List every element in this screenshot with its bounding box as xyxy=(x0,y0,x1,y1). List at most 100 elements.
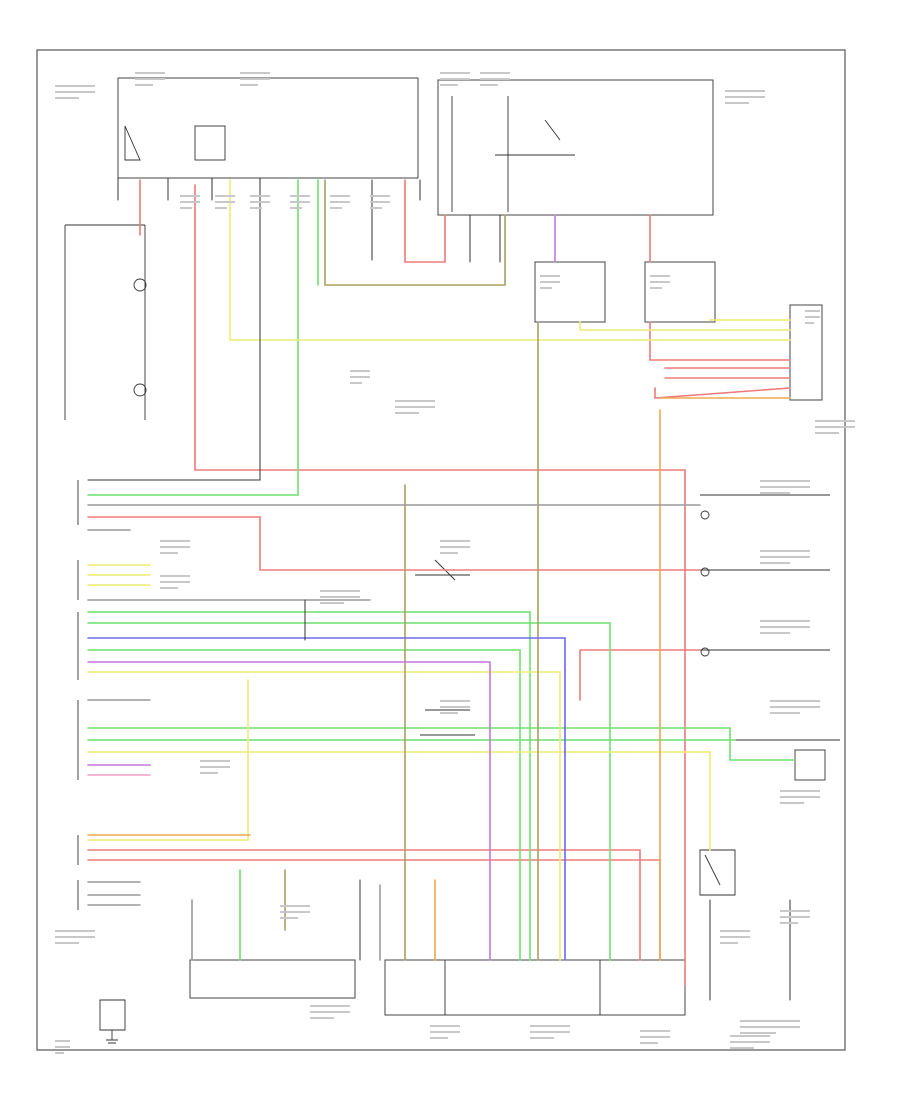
left-lamp-bulb-2 xyxy=(133,383,147,397)
caption-mark-7-1 xyxy=(215,201,235,203)
caption-mark-35-0 xyxy=(720,930,750,932)
red-wire-4 xyxy=(649,321,791,361)
caption-mark-29-0 xyxy=(280,905,310,907)
caption-mark-12-2 xyxy=(540,287,552,289)
caption-mark-14-1 xyxy=(805,316,820,318)
left-lamp-bracket xyxy=(64,224,146,420)
caption-mark-14-0 xyxy=(805,310,820,312)
orange-wire-36 xyxy=(659,397,791,961)
caption-mark-31-1 xyxy=(430,1031,460,1033)
caption-mark-34-0 xyxy=(740,1020,800,1022)
combination-switch-box xyxy=(384,959,686,1016)
caption-mark-34-2 xyxy=(740,1032,776,1034)
ground-symbol xyxy=(106,1030,118,1044)
yellow-wire-23 xyxy=(87,564,151,586)
caption-mark-9-0 xyxy=(290,195,310,197)
caption-mark-5-2 xyxy=(725,102,749,104)
caption-mark-24-0 xyxy=(160,575,190,577)
red-wire-9 xyxy=(87,849,641,961)
caption-mark-36-0 xyxy=(780,910,810,912)
caption-mark-0-1 xyxy=(55,91,95,93)
caption-mark-3-1 xyxy=(440,78,470,80)
caption-mark-30-0 xyxy=(310,1005,350,1007)
caption-mark-18-0 xyxy=(760,480,810,482)
caption-mark-10-1 xyxy=(330,201,350,203)
license-plate-light-box xyxy=(794,749,826,781)
caption-mark-1-0 xyxy=(135,72,165,74)
violet-wire-32 xyxy=(87,661,491,961)
green-wire-12 xyxy=(87,179,299,496)
caption-mark-11-0 xyxy=(370,195,390,197)
red-wire-11 xyxy=(87,859,661,961)
caption-mark-13-1 xyxy=(650,281,670,283)
caption-mark-0-0 xyxy=(55,85,95,87)
caption-mark-29-1 xyxy=(280,911,310,913)
caption-mark-38-2 xyxy=(55,942,79,944)
caption-mark-22-2 xyxy=(780,802,804,804)
caption-mark-10-0 xyxy=(330,195,350,197)
component-outlines xyxy=(64,77,840,1044)
caption-mark-26-1 xyxy=(440,546,470,548)
switch-dividers xyxy=(444,960,601,1015)
caption-mark-38-0 xyxy=(55,930,95,932)
caption-mark-8-2 xyxy=(250,207,262,209)
caption-mark-32-2 xyxy=(530,1037,554,1039)
caption-mark-13-0 xyxy=(650,275,670,277)
caption-mark-22-0 xyxy=(780,790,820,792)
grey-wire-42 xyxy=(87,881,141,906)
colored-wires xyxy=(87,177,796,1001)
caption-mark-21-0 xyxy=(770,700,820,702)
caption-mark-22-1 xyxy=(780,796,820,798)
caption-mark-33-2 xyxy=(640,1042,658,1044)
engine-room-relay-box xyxy=(437,79,714,216)
caption-mark-13-2 xyxy=(650,287,662,289)
caption-mark-38-1 xyxy=(55,936,95,938)
caption-mark-19-0 xyxy=(760,550,810,552)
caption-mark-37-0 xyxy=(730,1035,770,1037)
red-wire-8 xyxy=(87,516,701,571)
caption-mark-1-1 xyxy=(135,78,165,80)
caption-mark-26-0 xyxy=(440,540,470,542)
caption-mark-32-1 xyxy=(530,1031,570,1033)
drl-connector-box xyxy=(789,304,823,401)
caption-mark-36-2 xyxy=(780,922,798,924)
green-wire-15 xyxy=(87,622,611,961)
green-wire-17 xyxy=(87,727,796,761)
caption-mark-17-0 xyxy=(395,400,435,402)
caption-mark-39-2 xyxy=(55,1052,64,1054)
junction-block-box xyxy=(117,77,419,179)
caption-mark-17-1 xyxy=(395,406,435,408)
black-wire-49 xyxy=(709,899,791,1001)
black-wire-47 xyxy=(371,179,421,261)
fuse-symbol xyxy=(124,125,141,161)
door-courtesy-switch xyxy=(420,709,475,736)
caption-mark-33-0 xyxy=(640,1030,670,1032)
caption-mark-36-1 xyxy=(780,916,810,918)
caption-mark-10-2 xyxy=(330,207,342,209)
caption-mark-11-2 xyxy=(370,207,382,209)
caption-mark-2-0 xyxy=(240,72,270,74)
caption-mark-15-1 xyxy=(815,426,855,428)
caption-mark-20-2 xyxy=(760,632,790,634)
caption-mark-20-1 xyxy=(760,626,810,628)
caption-mark-2-1 xyxy=(240,78,270,80)
caption-mark-16-0 xyxy=(350,370,370,372)
caption-mark-5-1 xyxy=(725,96,765,98)
ground-block xyxy=(99,999,126,1031)
right-headlight-box xyxy=(644,261,716,323)
relay-coil-box xyxy=(194,125,226,161)
caption-mark-28-2 xyxy=(200,772,218,774)
black-wire-48 xyxy=(469,214,501,263)
caption-mark-39-0 xyxy=(55,1040,70,1042)
caption-mark-30-2 xyxy=(310,1017,334,1019)
caption-mark-23-2 xyxy=(160,552,178,554)
caption-mark-12-1 xyxy=(540,281,560,283)
caption-mark-1-2 xyxy=(135,84,153,86)
red-wire-10 xyxy=(579,649,701,701)
caption-mark-25-0 xyxy=(320,590,360,592)
caption-mark-27-1 xyxy=(440,706,470,708)
caption-mark-25-2 xyxy=(320,602,344,604)
caption-mark-21-1 xyxy=(770,706,820,708)
black-wire-46 xyxy=(87,177,261,481)
parking-brake-box xyxy=(699,849,736,896)
